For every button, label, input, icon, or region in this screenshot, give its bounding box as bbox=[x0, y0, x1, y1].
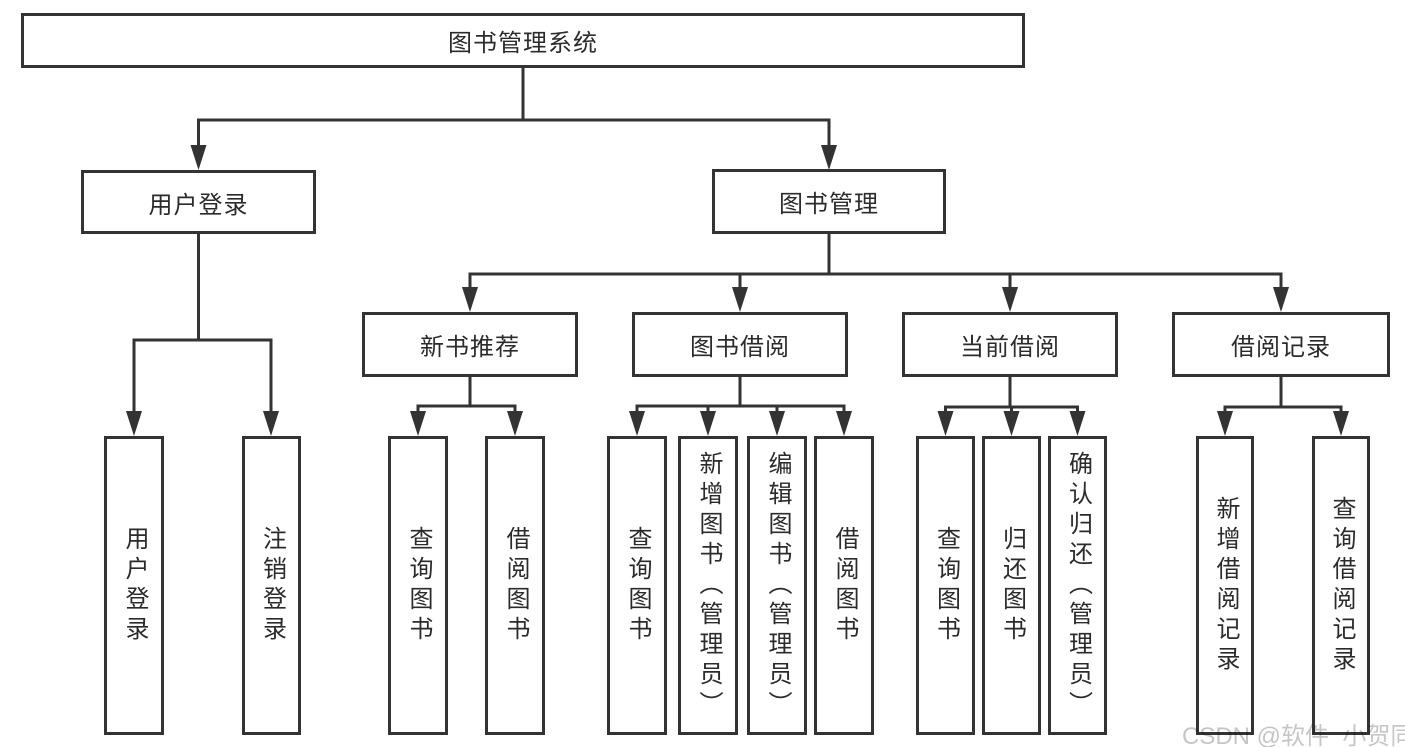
leaf-query-books: 查询图书 bbox=[388, 436, 448, 735]
node-library-management-system: 图书管理系统 bbox=[21, 13, 1025, 68]
leaf-add-borrow-record: 新增借阅记录 bbox=[1196, 436, 1254, 735]
leaf-confirm-return-admin: 确认归还（管理员） bbox=[1048, 436, 1107, 735]
leaf-label: 新增借阅记录 bbox=[1212, 495, 1239, 676]
node-borrowing-records: 借阅记录 bbox=[1172, 312, 1390, 377]
node-new-book-recommendation: 新书推荐 bbox=[362, 312, 578, 377]
leaf-label: 归还图书 bbox=[998, 525, 1026, 646]
leaf-label: 查询借阅记录 bbox=[1328, 495, 1355, 676]
leaf-query-books: 查询图书 bbox=[607, 436, 667, 735]
leaf-return-books: 归还图书 bbox=[982, 436, 1041, 735]
leaf-borrow-books: 借阅图书 bbox=[485, 436, 545, 735]
leaf-label: 查询图书 bbox=[624, 525, 651, 646]
leaf-add-books-admin: 新增图书（管理员） bbox=[678, 436, 738, 735]
leaf-label: 查询图书 bbox=[405, 525, 432, 646]
node-label: 图书管理系统 bbox=[448, 30, 598, 57]
leaf-label: 借阅图书 bbox=[831, 525, 858, 646]
node-label: 当前借阅 bbox=[960, 334, 1060, 361]
node-label: 新书推荐 bbox=[420, 334, 520, 361]
leaf-label: 编辑图书（管理员） bbox=[764, 450, 791, 721]
node-book-borrowing: 图书借阅 bbox=[632, 312, 848, 377]
leaf-label: 查询图书 bbox=[932, 525, 960, 646]
leaf-edit-books-admin: 编辑图书（管理员） bbox=[747, 436, 807, 735]
leaf-logout: 注销登录 bbox=[242, 436, 301, 735]
node-label: 图书借阅 bbox=[690, 334, 790, 361]
leaf-label: 借阅图书 bbox=[502, 525, 529, 646]
leaf-query-borrow-record: 查询借阅记录 bbox=[1312, 436, 1370, 735]
leaf-label: 用户登录 bbox=[121, 525, 148, 646]
node-user-login: 用户登录 bbox=[81, 170, 316, 234]
leaf-label: 注销登录 bbox=[258, 525, 286, 646]
leaf-query-books: 查询图书 bbox=[916, 436, 975, 735]
node-label: 借阅记录 bbox=[1231, 334, 1331, 361]
leaf-label: 新增图书（管理员） bbox=[695, 450, 722, 721]
leaf-user-login: 用户登录 bbox=[104, 436, 164, 735]
csdn-watermark: CSDN @软件_小贺同学 bbox=[1182, 723, 1405, 747]
leaf-label: 确认归还（管理员） bbox=[1064, 450, 1092, 721]
node-label: 图书管理 bbox=[779, 191, 879, 218]
node-book-management: 图书管理 bbox=[712, 169, 946, 234]
node-label: 用户登录 bbox=[148, 191, 249, 219]
leaf-borrow-books: 借阅图书 bbox=[814, 436, 874, 735]
node-current-borrowing: 当前借阅 bbox=[902, 312, 1118, 377]
